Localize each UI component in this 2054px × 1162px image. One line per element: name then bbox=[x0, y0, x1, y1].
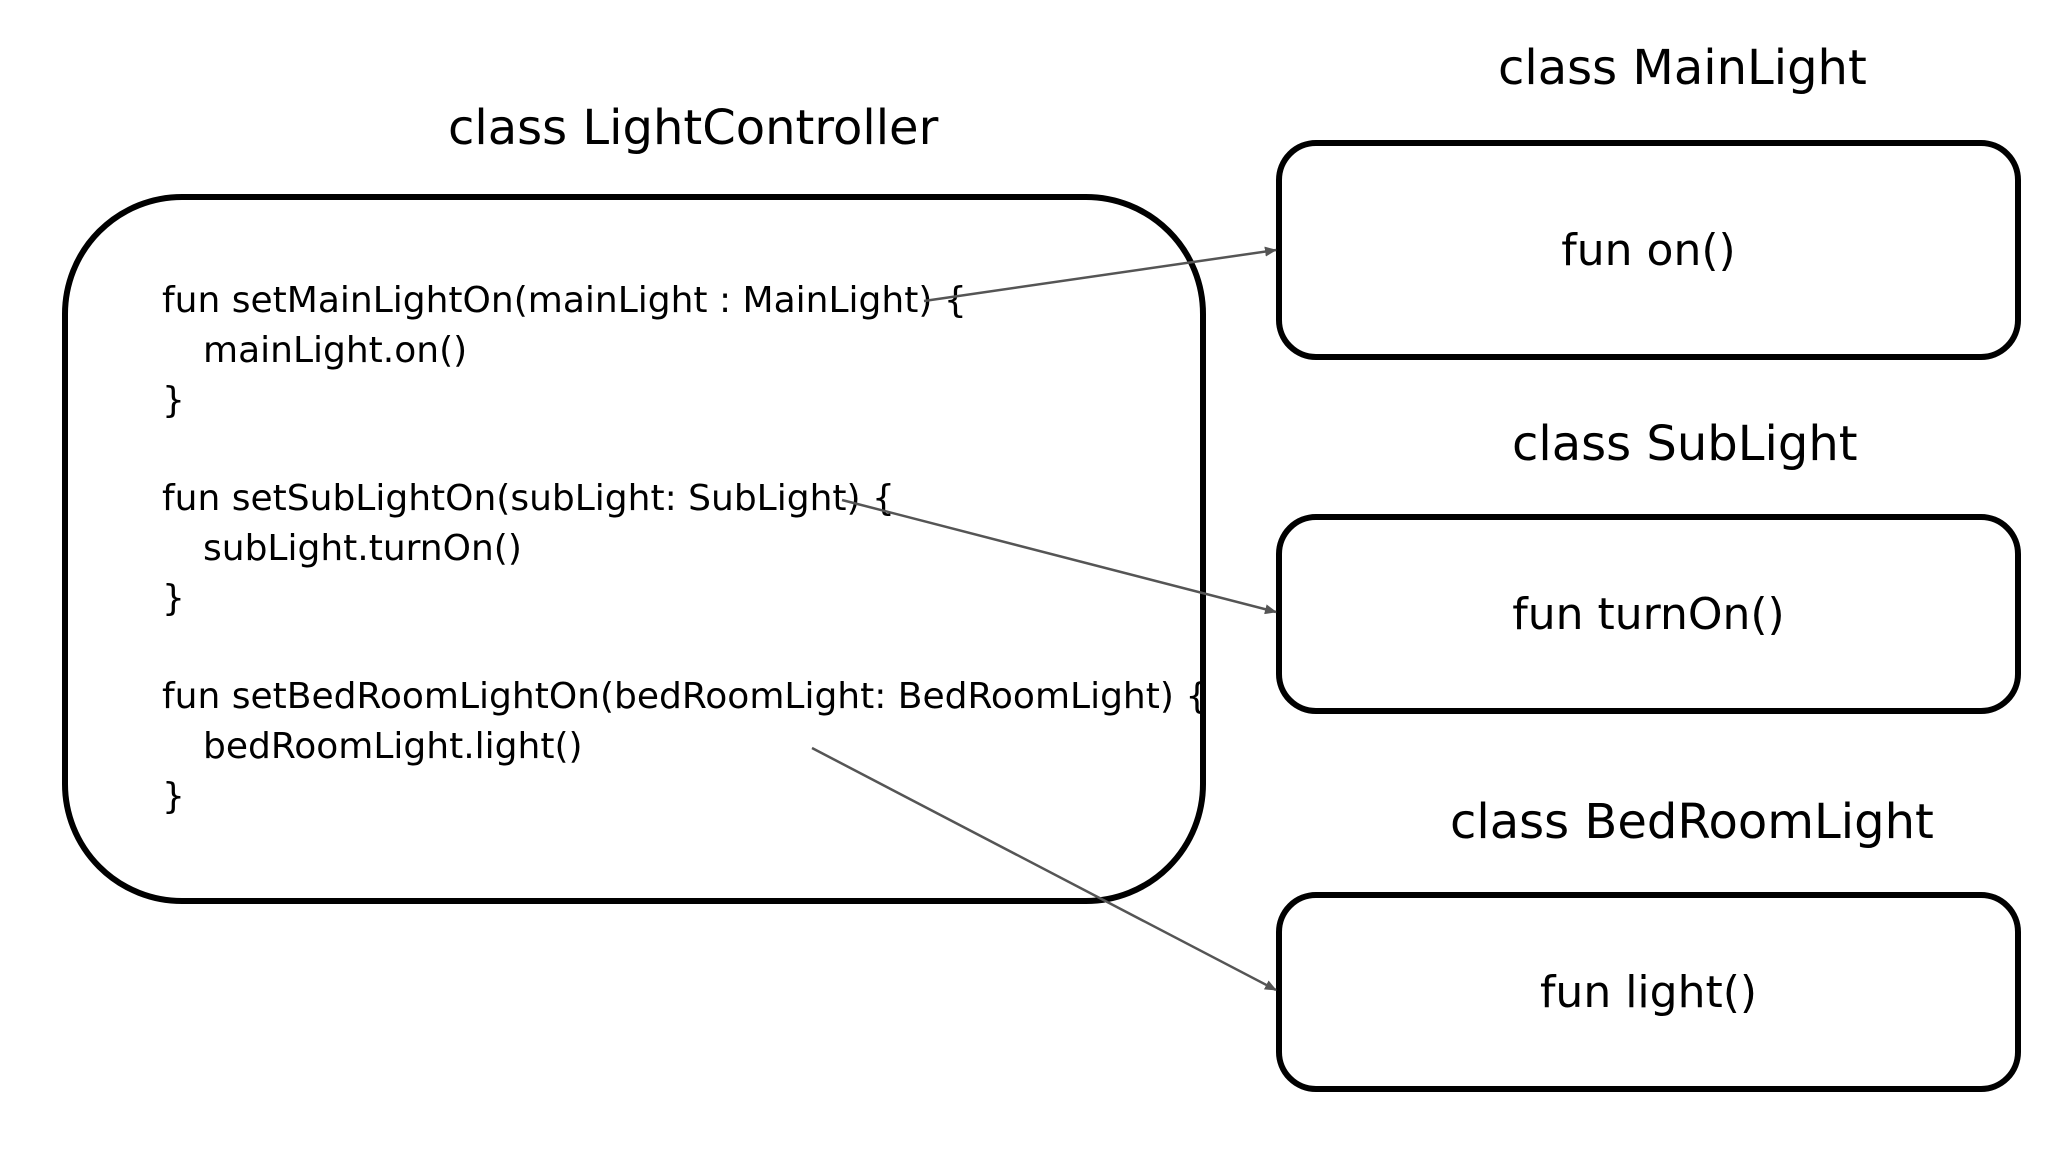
controller-title: class LightController bbox=[448, 100, 939, 156]
sublight-method: fun turnOn() bbox=[1512, 588, 1785, 640]
mainlight-method: fun on() bbox=[1561, 224, 1736, 276]
fn-main-close: } bbox=[162, 380, 185, 421]
fn-sub-signature: fun setSubLightOn(subLight: SubLight) { bbox=[162, 478, 895, 519]
fn-sub-body: subLight.turnOn() bbox=[203, 528, 522, 569]
bedroomlight-box: fun light() bbox=[1276, 892, 2021, 1092]
light-controller-box bbox=[62, 194, 1206, 904]
sublight-box: fun turnOn() bbox=[1276, 514, 2021, 714]
fn-bedroom-close: } bbox=[162, 776, 185, 817]
bedroomlight-title: class BedRoomLight bbox=[1450, 794, 1934, 850]
mainlight-title: class MainLight bbox=[1498, 40, 1867, 96]
mainlight-box: fun on() bbox=[1276, 140, 2021, 360]
fn-bedroom-body: bedRoomLight.light() bbox=[203, 726, 583, 767]
fn-bedroom-signature: fun setBedRoomLightOn(bedRoomLight: BedR… bbox=[162, 676, 1209, 717]
fn-main-signature: fun setMainLightOn(mainLight : MainLight… bbox=[162, 280, 967, 321]
arrow-bedroom bbox=[811, 746, 1277, 992]
arrow-sub bbox=[841, 498, 1277, 615]
bedroomlight-method: fun light() bbox=[1539, 966, 1758, 1018]
fn-main-body: mainLight.on() bbox=[203, 330, 468, 371]
sublight-title: class SubLight bbox=[1512, 416, 1858, 472]
arrow-main bbox=[923, 246, 1277, 303]
fn-sub-close: } bbox=[162, 578, 185, 619]
